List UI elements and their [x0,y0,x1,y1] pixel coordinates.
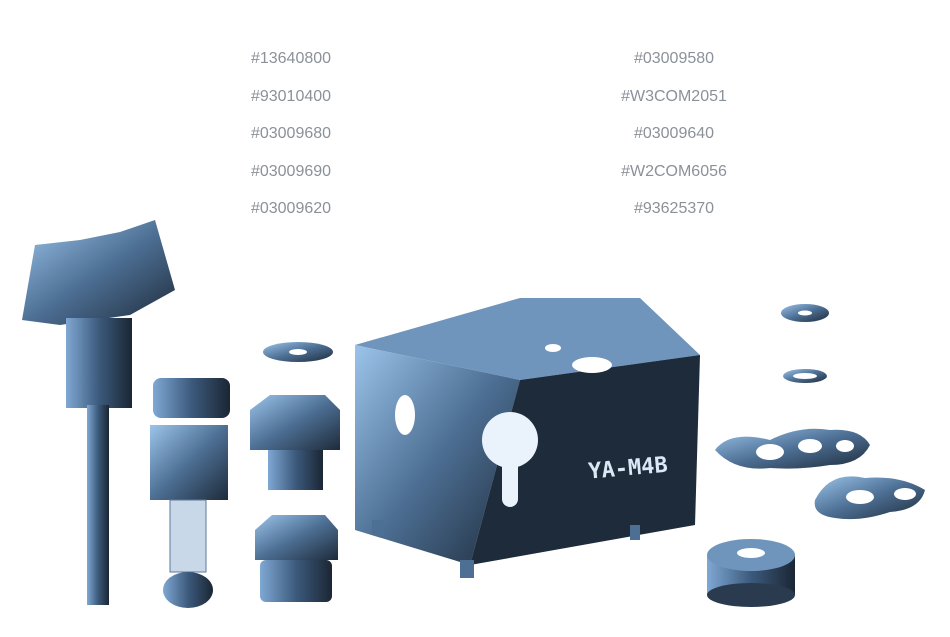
valve-block: YA-M4B [355,298,700,578]
part-number: #W3COM2051 [621,87,727,105]
part-number: #03009580 [633,50,715,67]
round-nut [707,539,795,607]
hex-plug [250,395,340,490]
part-number: #03009690 [250,162,332,180]
knurled-valve [150,378,230,608]
part-number-list-left: #13640800 #93010400 #03009680 #03009690 … [191,49,391,237]
t-handle-pin [22,220,175,605]
part-number: #03009680 [250,125,332,143]
gasket [814,476,925,520]
part-number-list-right: #03009580 #W3COM2051 #03009640 #W2COM605… [574,49,774,237]
gasket [715,428,870,469]
part-number: #03009620 [250,200,332,218]
part-number: #13640800 [250,50,332,67]
part-number: #93625370 [633,200,715,218]
part-number: #W2COM6056 [621,162,727,180]
part-number: #93010400 [250,87,332,105]
part-number: #03009640 [633,125,715,143]
hex-plug [255,515,338,602]
